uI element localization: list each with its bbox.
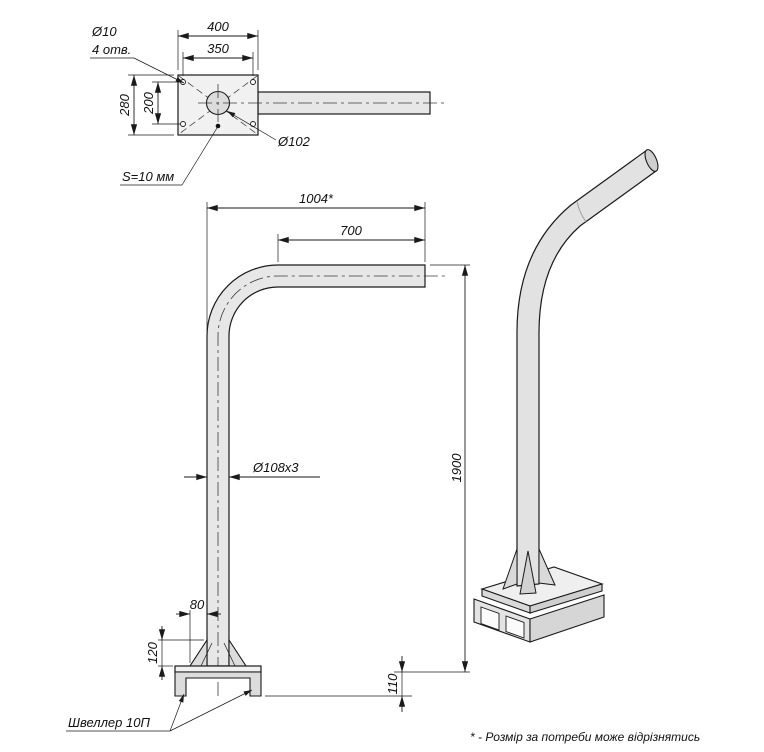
channel-label: Швеллер 10П — [68, 715, 150, 730]
iso-gusset — [519, 550, 537, 595]
dim-350-label: 350 — [207, 41, 229, 56]
hole-dia-label: Ø10 — [91, 24, 117, 39]
gusset-left — [188, 638, 208, 667]
leader-line — [169, 693, 185, 732]
pipe-dia-callout: Ø102 — [226, 110, 311, 149]
leader-line — [226, 110, 277, 141]
dim-hole-span-y: 200 — [141, 81, 180, 125]
gusset-edge — [200, 642, 213, 667]
channel-callout: Швеллер 10П — [66, 689, 253, 732]
pipe-spec-label: Ø108x3 — [252, 460, 299, 475]
top-view: 400 350 280 200 Ø10 4 отв. — [90, 19, 444, 186]
dim-120-label: 120 — [145, 641, 160, 663]
dim-plate-width: 400 — [177, 19, 259, 70]
dim-gusset-width: 80 — [176, 597, 221, 663]
leader-dot — [215, 123, 221, 129]
iso-gusset — [502, 548, 518, 590]
pipe-dia-label: Ø102 — [277, 134, 311, 149]
hole-count-label: 4 отв. — [92, 42, 131, 57]
dim-hole-span-x: 350 — [182, 41, 254, 76]
thickness-callout: S=10 мм — [120, 127, 218, 186]
dim-reach: 1004* — [206, 191, 426, 332]
dim-gusset-height: 120 — [145, 626, 204, 680]
dim-80-label: 80 — [190, 597, 205, 612]
leader-line — [181, 127, 218, 186]
isometric-view — [473, 149, 659, 643]
dim-280-label: 280 — [117, 93, 132, 116]
thickness-label: S=10 мм — [122, 169, 174, 184]
dim-200-label: 200 — [141, 91, 156, 114]
dim-1900-label: 1900 — [449, 453, 464, 483]
leader-line — [133, 57, 185, 84]
iso-pole-cap — [644, 149, 659, 172]
bolt-hole — [180, 121, 186, 127]
pipe-spec-callout: Ø108x3 — [184, 460, 320, 481]
centerline — [217, 275, 448, 696]
iso-base-plate-edge — [529, 583, 603, 614]
pole-outline — [206, 264, 426, 667]
dim-1004-label: 1004* — [299, 191, 334, 206]
iso-channel-opening — [505, 615, 525, 639]
channel-profile — [174, 671, 262, 697]
footnote: * - Розмір за потреби може відрізнятись — [470, 730, 700, 744]
leader-line — [169, 689, 253, 732]
dim-base-height: 110 — [265, 656, 412, 712]
dim-arm-length: 700 — [277, 223, 425, 262]
dim-height: 1900 — [394, 264, 470, 673]
dim-plate-depth: 280 — [117, 74, 174, 136]
iso-channel-opening — [480, 606, 500, 631]
gusset-edge — [223, 642, 236, 667]
hole-callout: Ø10 4 отв. — [90, 24, 185, 84]
base-plate-front — [174, 665, 262, 673]
dim-110-label: 110 — [385, 673, 400, 694]
dim-700-label: 700 — [340, 223, 362, 238]
gussets — [188, 638, 248, 667]
bolt-hole — [250, 79, 256, 85]
dim-400-label: 400 — [207, 19, 229, 34]
iso-weld-seam — [576, 200, 587, 223]
iso-channel-front-right — [529, 594, 605, 643]
front-view: 1004* 700 1900 Ø108x3 80 — [66, 191, 470, 732]
gusset-right — [228, 638, 248, 667]
iso-gusset — [538, 548, 556, 586]
iso-pole — [516, 149, 657, 587]
